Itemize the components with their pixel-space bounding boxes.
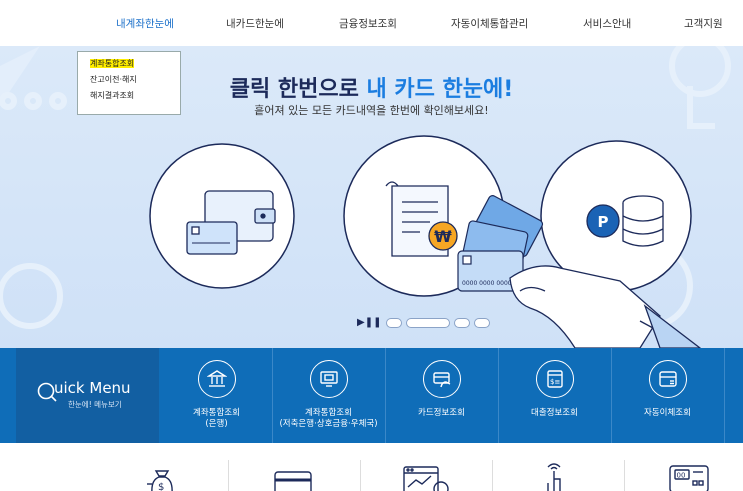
slide-dot-3[interactable] bbox=[454, 318, 470, 328]
dropdown-item-label: 잔고이전·해지 bbox=[90, 75, 137, 84]
quick-item-auto-transfer[interactable]: 자동이체조회 bbox=[611, 348, 724, 443]
bottom-service-row: $ 00 bbox=[0, 443, 743, 491]
hero-illustration: ₩ 0000 0000 0000 P bbox=[0, 46, 731, 348]
nav-item-financial-info[interactable]: 금융정보조회 bbox=[339, 18, 397, 30]
point-coin-icon bbox=[586, 195, 664, 247]
bank-icon bbox=[206, 370, 227, 387]
nav-item-my-cards[interactable]: 내카드한눈에 bbox=[226, 18, 284, 30]
auto-transfer-icon bbox=[658, 371, 677, 387]
loan-calculator-icon: $≡ bbox=[546, 370, 563, 388]
atm-icon[interactable]: 00 bbox=[668, 465, 712, 491]
svg-text:$: $ bbox=[158, 482, 164, 491]
slide-dot-4[interactable] bbox=[474, 318, 490, 328]
quick-item-label: 계좌통합조회 (은행) bbox=[193, 408, 240, 429]
dropdown-item-label: 해지결과조회 bbox=[90, 91, 135, 100]
nav-item-auto-transfer[interactable]: 자동이체통합관리 bbox=[451, 18, 529, 30]
card-icon[interactable] bbox=[273, 467, 313, 491]
point-symbol: P bbox=[598, 213, 609, 231]
receipt-icon bbox=[385, 181, 458, 257]
hero-title: 클릭 한번으로 내 카드 한눈에! bbox=[0, 71, 743, 103]
hero-title-lead: 클릭 한번으로 bbox=[229, 77, 367, 102]
quick-item-circle bbox=[197, 360, 236, 398]
quick-item-label: 카드정보조회 bbox=[418, 408, 465, 418]
dropdown-item-termination-result[interactable]: 해지결과조회 bbox=[90, 88, 180, 104]
hero-title-accent: 내 카드 한눈에! bbox=[366, 77, 514, 102]
monitor-account-icon bbox=[319, 371, 338, 387]
money-bag-icon[interactable]: $ bbox=[145, 467, 179, 491]
quick-item-card-info[interactable]: 카드정보조회 bbox=[385, 348, 498, 443]
divider bbox=[611, 348, 612, 443]
slide-dot-1[interactable] bbox=[386, 318, 402, 328]
divider bbox=[724, 348, 725, 443]
wallet-icon bbox=[186, 190, 276, 255]
quick-menu-bar: uick Menu 한눈에! 메뉴보기 계좌통합조회 (은행) 계좌통합조회 (… bbox=[0, 348, 743, 443]
won-symbol: ₩ bbox=[434, 227, 452, 246]
dropdown-item-account-inquiry[interactable]: 계좌통합조회 bbox=[90, 56, 180, 72]
play-pause-button[interactable]: ▶❚❚ bbox=[357, 317, 382, 328]
divider bbox=[498, 348, 499, 443]
touch-icon[interactable] bbox=[540, 461, 570, 491]
svg-text:00: 00 bbox=[677, 472, 686, 480]
search-icon bbox=[37, 382, 57, 402]
hero-subtitle: 흩어져 있는 모든 카드내역을 한번에 확인해보세요! bbox=[254, 104, 489, 117]
quick-item-label: 자동이체조회 bbox=[644, 408, 691, 418]
dropdown-item-balance-transfer[interactable]: 잔고이전·해지 bbox=[90, 72, 180, 88]
quick-item-label: 계좌통합조회 (저축은행·상호금융·우체국) bbox=[279, 408, 378, 429]
top-navigation: 내계좌한눈에 내카드한눈에 금융정보조회 자동이체통합관리 서비스안내 고객지원 bbox=[0, 0, 743, 46]
svg-text:$≡: $≡ bbox=[550, 378, 560, 386]
slide-dot-2-active[interactable] bbox=[406, 318, 450, 328]
quick-item-savings-account[interactable]: 계좌통합조회 (저축은행·상호금융·우체국) bbox=[272, 348, 385, 443]
quick-item-circle bbox=[648, 360, 687, 398]
quick-item-loan-info[interactable]: $≡ 대출정보조회 bbox=[498, 348, 611, 443]
quick-item-label: 대출정보조회 bbox=[531, 408, 578, 418]
divider bbox=[228, 460, 229, 491]
quick-item-circle bbox=[309, 360, 348, 398]
divider bbox=[492, 460, 493, 491]
divider bbox=[624, 460, 625, 491]
quick-menu-toggle[interactable]: uick Menu 한눈에! 메뉴보기 bbox=[16, 348, 159, 443]
quick-item-circle: $≡ bbox=[535, 360, 574, 398]
quick-menu-title: uick Menu bbox=[54, 379, 131, 397]
hand-icon bbox=[509, 265, 702, 348]
quick-item-bank-account[interactable]: 계좌통합조회 (은행) bbox=[160, 348, 273, 443]
divider bbox=[385, 348, 386, 443]
nav-item-my-accounts[interactable]: 내계좌한눈에 bbox=[116, 18, 174, 30]
dropdown-item-label: 계좌통합조회 bbox=[90, 59, 135, 68]
quick-item-circle bbox=[422, 360, 461, 398]
nav-item-service-guide[interactable]: 서비스안내 bbox=[583, 18, 632, 30]
nav-dropdown-menu: 계좌통합조회 잔고이전·해지 해지결과조회 bbox=[77, 51, 181, 115]
card-hand-icon bbox=[432, 372, 450, 388]
quick-menu-subtitle: 한눈에! 메뉴보기 bbox=[68, 400, 122, 409]
credit-cards-icon bbox=[457, 195, 544, 292]
card-number: 0000 0000 0000 bbox=[462, 280, 512, 287]
hero-banner[interactable]: ₩ 0000 0000 0000 P 클릭 한번으로 내 카드 한눈에! 흩어져… bbox=[0, 46, 743, 348]
divider bbox=[272, 348, 273, 443]
nav-item-customer-support[interactable]: 고객지원 bbox=[684, 18, 723, 30]
divider bbox=[360, 460, 361, 491]
chart-window-icon[interactable] bbox=[403, 465, 449, 491]
